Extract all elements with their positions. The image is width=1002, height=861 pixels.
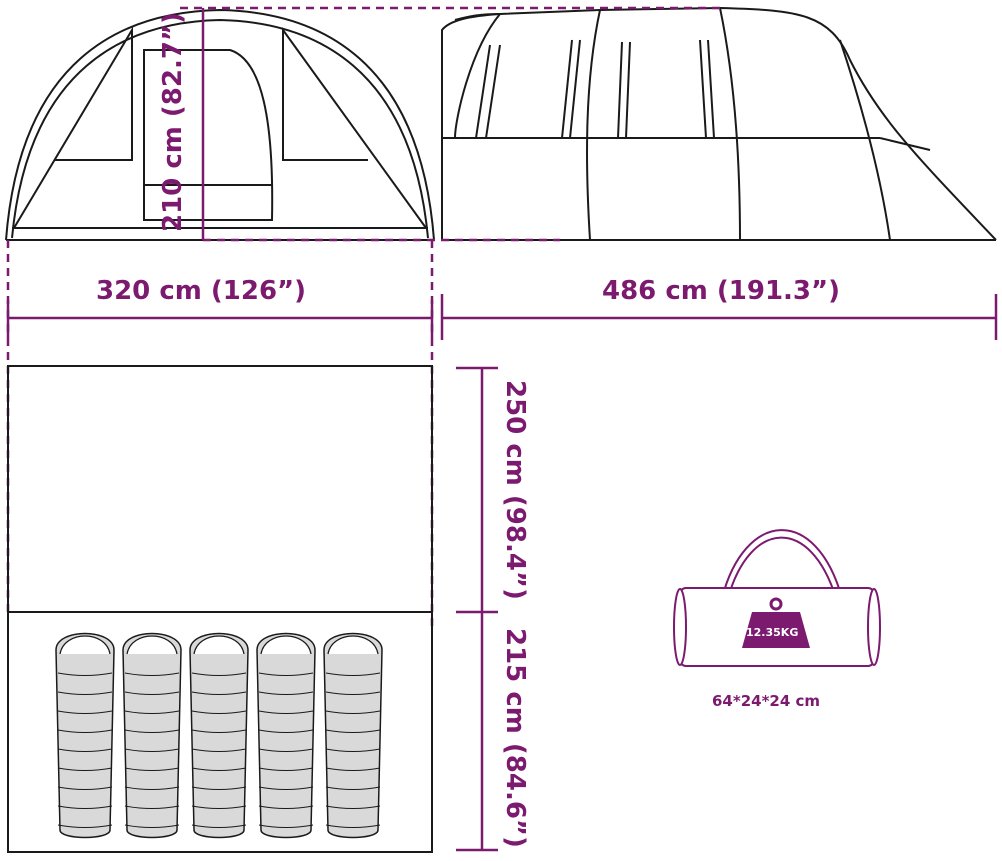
- weight-icon: [742, 597, 810, 648]
- tent-side-view: [441, 6, 997, 241]
- height-label: 210 cm (82.7”): [158, 12, 188, 232]
- sleeping-bags: [55, 632, 383, 839]
- bag-size-label: 64*24*24 cm: [712, 692, 821, 710]
- weight-label: 12.35KG: [746, 626, 799, 639]
- vestibule-depth-label: 250 cm (98.4”): [500, 380, 530, 600]
- bedroom-depth-label: 215 cm (84.6”): [500, 628, 530, 848]
- sleeping-bag: [256, 632, 316, 839]
- sleeping-bag: [323, 632, 383, 839]
- sleeping-bag: [55, 632, 115, 839]
- carry-bag: [673, 529, 881, 667]
- width-label: 320 cm (126”): [96, 276, 307, 306]
- sleeping-bag: [122, 632, 182, 839]
- tent-front-view: [5, 8, 435, 241]
- length-label: 486 cm (191.3”): [602, 276, 840, 306]
- sleeping-bag: [189, 632, 249, 839]
- floor-plan: [7, 365, 433, 853]
